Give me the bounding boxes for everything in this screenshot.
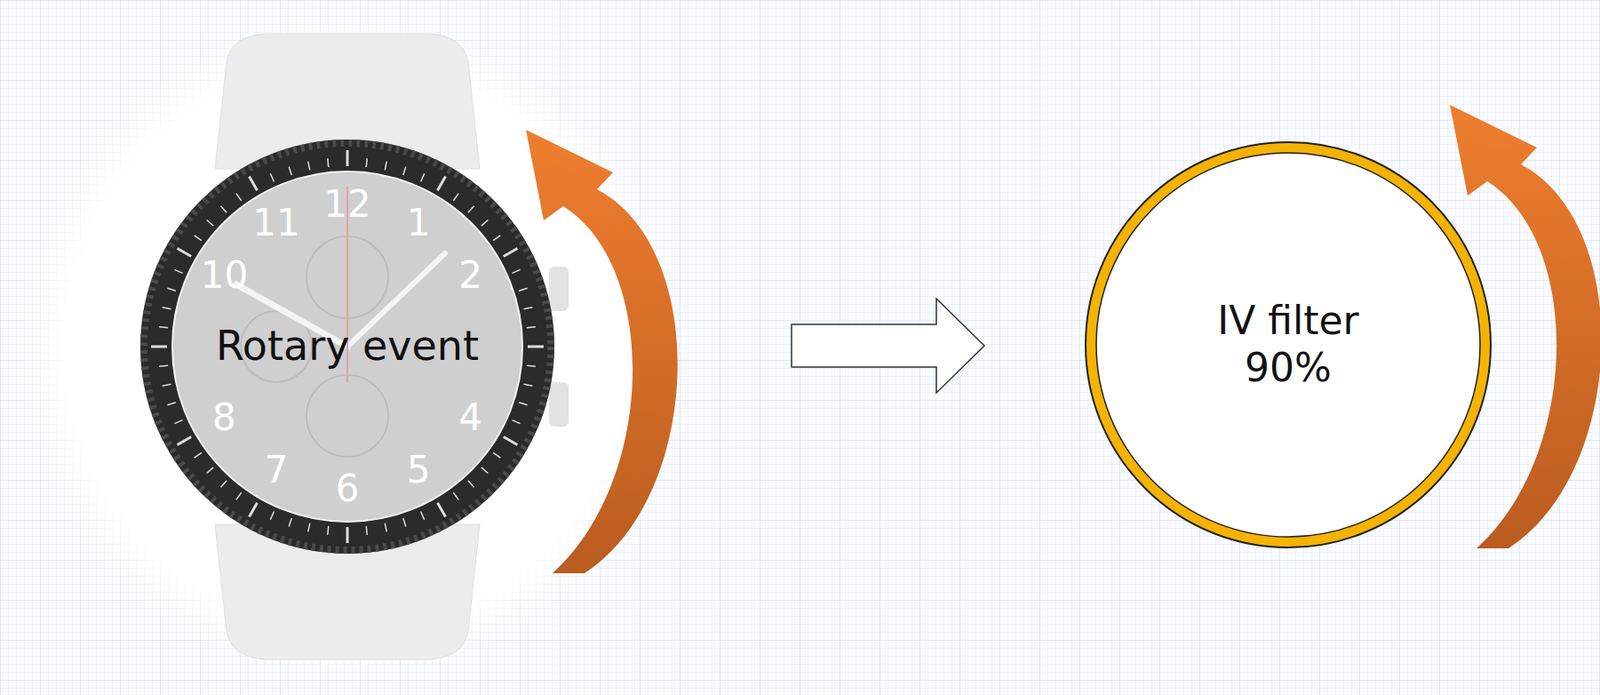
bezel-tick [308,523,311,533]
dial-number: 6 [335,469,360,508]
bezel-tick [177,248,192,257]
bezel-tick [493,235,501,241]
bezel-tick [327,525,329,535]
bezel-tick [236,193,242,201]
bezel-tick [366,525,367,535]
bezel-tick [151,345,168,349]
bezel-tick [206,467,214,474]
bezel-tick [437,176,446,192]
dial-number: 5 [406,451,431,489]
node-label: Rotary event [215,321,479,371]
ring-outline [1085,142,1491,548]
bezel-tick [308,161,311,171]
bezel-tick [270,173,274,182]
watch-bezel [140,139,555,554]
bezel-tick [327,158,329,168]
bezel-tick [174,269,183,273]
watch-button [549,382,569,427]
filter-circle: IV filter 90% [1083,140,1493,550]
rotation-arrow [525,129,678,574]
bezel-tick [511,420,520,424]
dial-number: 11 [252,204,300,242]
bezel-tick [384,161,387,171]
watch-button [549,266,569,311]
block-arrow [791,298,985,393]
bezel-tick [159,326,168,328]
bezel-tick [527,345,544,349]
bezel-grip [143,143,551,550]
bezel-tick [526,365,536,367]
bezel-tick [511,269,520,273]
ring-inner [1096,152,1481,537]
watch-dial [172,171,523,522]
node-text-box: IV filter 90% [1083,140,1493,550]
bezel-tick [526,326,536,328]
bezel-tick [524,383,534,386]
bezel-tick [177,437,192,446]
bezel-tick [249,176,258,192]
bezel-tick [366,158,367,168]
bezel-tick [206,219,214,226]
bezel-tick [403,166,406,176]
dial-number: 4 [458,398,483,437]
dial-number: 8 [212,398,237,437]
bezel-tick [167,402,176,406]
bezel-tick [493,452,501,458]
sub-dial [306,374,389,457]
bezel-tick [421,173,425,182]
dial-number: 1 [406,204,431,242]
bezel-tick [288,517,292,527]
bezel-tick [249,502,258,518]
bezel-tick [194,452,202,458]
bezel-tick [518,402,528,406]
bezel-tick [503,248,518,257]
bezel-tick [194,235,202,241]
dial-number: 2 [458,256,483,295]
bezel-tick [270,510,274,519]
bezel-tick [503,437,518,446]
dial-number: 12 [323,185,371,223]
bezel-tick [437,502,446,518]
rotation-arrow [1449,104,1600,549]
bezel-tick [518,287,528,291]
bezel-tick [468,480,475,487]
bezel-tick [481,467,488,474]
watch-glow [18,17,677,676]
bezel-tick [453,492,459,500]
node-label: IV filter 90% [1190,297,1386,392]
bezel-tick [346,150,350,167]
bezel-tick [346,526,350,543]
bezel-tick [288,166,292,176]
bezel-tick [403,517,406,527]
bezel-tick [453,193,459,201]
dial-number: 10 [200,256,248,295]
bezel-tick [384,523,387,533]
bezel-tick [220,206,227,213]
bezel-tick [167,287,176,291]
bezel-tick [236,492,242,500]
dial-number: 7 [264,451,289,489]
bezel-tick [220,480,227,487]
bezel-tick [174,420,183,424]
bezel-tick [481,219,488,226]
bezel-tick [159,365,168,367]
bezel-tick [421,510,425,519]
bezel-tick [162,383,172,386]
bezel-tick [162,307,172,310]
bezel-tick [468,206,475,213]
bezel-tick [524,307,534,310]
